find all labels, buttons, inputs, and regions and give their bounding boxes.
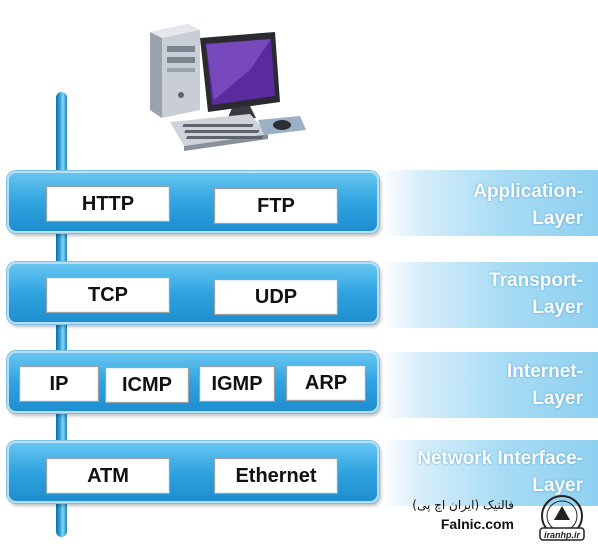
internet-layer-bar: IP ICMP IGMP ARP <box>7 351 379 413</box>
protocol-ip: IP <box>19 366 99 402</box>
protocol-tcp: TCP <box>46 277 170 313</box>
network-interface-layer-label: Network Interface-Layer <box>417 448 583 496</box>
network-interface-layer-bar: ATM Ethernet <box>7 441 379 503</box>
transport-layer-label: Transport-Layer <box>489 270 583 318</box>
protocol-ethernet: Ethernet <box>214 458 338 494</box>
protocol-arp: ARP <box>286 365 366 401</box>
layer-label-band <box>380 440 598 506</box>
protocol-igmp: IGMP <box>199 366 275 402</box>
application-layer-bar: HTTP FTP <box>7 171 379 233</box>
computer-icon <box>150 24 306 151</box>
transport-layer-bar: TCP UDP <box>7 262 379 324</box>
protocol-ftp: FTP <box>214 188 338 224</box>
layer-label-band <box>380 262 598 328</box>
layer-label-band <box>380 170 598 236</box>
internet-layer-label: Internet-Layer <box>507 361 583 409</box>
protocol-icmp: ICMP <box>105 367 189 403</box>
watermark-site-text: Falnic.com <box>440 516 514 532</box>
layer-label-band <box>380 352 598 418</box>
protocol-udp: UDP <box>214 279 338 315</box>
iranhp-logo-icon: iranhp.ir <box>539 495 585 541</box>
watermark-persian-text: فالنیک (ایران اچ پی) <box>412 498 514 512</box>
falnic-watermark: فالنیک (ایران اچ پی) Falnic.com iranhp.i… <box>412 494 596 544</box>
application-layer-label: Application-Layer <box>473 181 583 229</box>
protocol-atm: ATM <box>46 458 170 494</box>
protocol-http: HTTP <box>46 186 170 222</box>
svg-text:iranhp.ir: iranhp.ir <box>544 530 581 540</box>
